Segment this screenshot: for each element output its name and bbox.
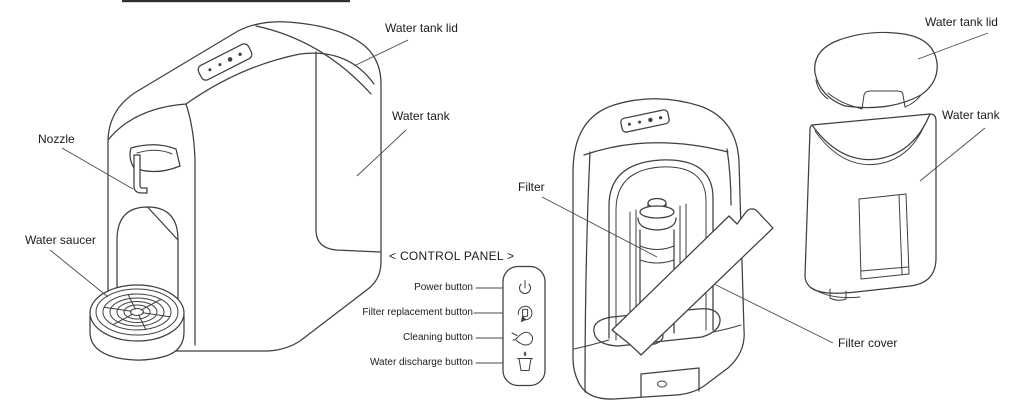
filter-cover-panel bbox=[611, 208, 774, 356]
control-panel-legend bbox=[473, 265, 546, 387]
water-tank-seam bbox=[255, 25, 381, 253]
water-tank-lid-part bbox=[814, 31, 938, 110]
filter-replacement-icon bbox=[517, 305, 533, 322]
label-water-tank-lid-right: Water tank lid bbox=[925, 15, 998, 29]
top-button-panel-open bbox=[620, 109, 670, 133]
dispenser-open-view bbox=[572, 98, 774, 400]
leader-filter-cover bbox=[713, 283, 834, 344]
label-water-tank-left: Water tank bbox=[392, 109, 450, 123]
dispenser-front-view bbox=[89, 21, 382, 361]
label-water-tank-lid-left: Water tank lid bbox=[385, 21, 458, 35]
dispense-arch bbox=[116, 206, 179, 348]
leader-water-tank-left bbox=[356, 129, 407, 177]
cleaning-icon bbox=[511, 331, 534, 346]
water-tank-part bbox=[804, 113, 937, 301]
water-discharge-icon bbox=[517, 351, 533, 371]
tank-inner-column bbox=[858, 193, 910, 280]
filter-rails bbox=[629, 203, 687, 336]
filter-bay-arch bbox=[608, 159, 714, 339]
leader-water-saucer bbox=[49, 249, 109, 298]
label-filter-replacement-button: Filter replacement button bbox=[362, 307, 473, 318]
power-icon bbox=[519, 280, 531, 294]
label-power-button: Power button bbox=[414, 282, 473, 293]
leader-nozzle bbox=[61, 147, 134, 190]
label-filter-cover: Filter cover bbox=[838, 336, 898, 350]
label-water-saucer: Water saucer bbox=[25, 233, 96, 247]
label-filter: Filter bbox=[518, 180, 545, 194]
label-nozzle: Nozzle bbox=[38, 132, 75, 146]
label-water-discharge-button: Water discharge button bbox=[369, 357, 473, 368]
leader-water-tank-lid-right bbox=[917, 32, 989, 60]
scan-artifact-line bbox=[122, 0, 350, 3]
control-panel-title: < CONTROL PANEL > bbox=[389, 249, 515, 263]
drip-tray bbox=[89, 284, 185, 361]
leader-lines bbox=[49, 32, 989, 344]
control-panel-frame bbox=[502, 265, 546, 387]
leader-water-tank-right bbox=[919, 127, 986, 182]
tank-foot bbox=[811, 287, 861, 301]
label-water-tank-right: Water tank bbox=[942, 108, 1000, 122]
leader-filter bbox=[541, 196, 658, 258]
top-button-panel bbox=[197, 43, 253, 81]
leader-water-tank-lid-left bbox=[353, 39, 409, 67]
dispenser-body bbox=[107, 21, 382, 352]
label-cleaning-button: Cleaning button bbox=[402, 332, 473, 343]
drip-tray-grille bbox=[102, 293, 172, 331]
lid-handle-notch bbox=[827, 90, 922, 110]
nozzle-spout bbox=[129, 144, 181, 194]
